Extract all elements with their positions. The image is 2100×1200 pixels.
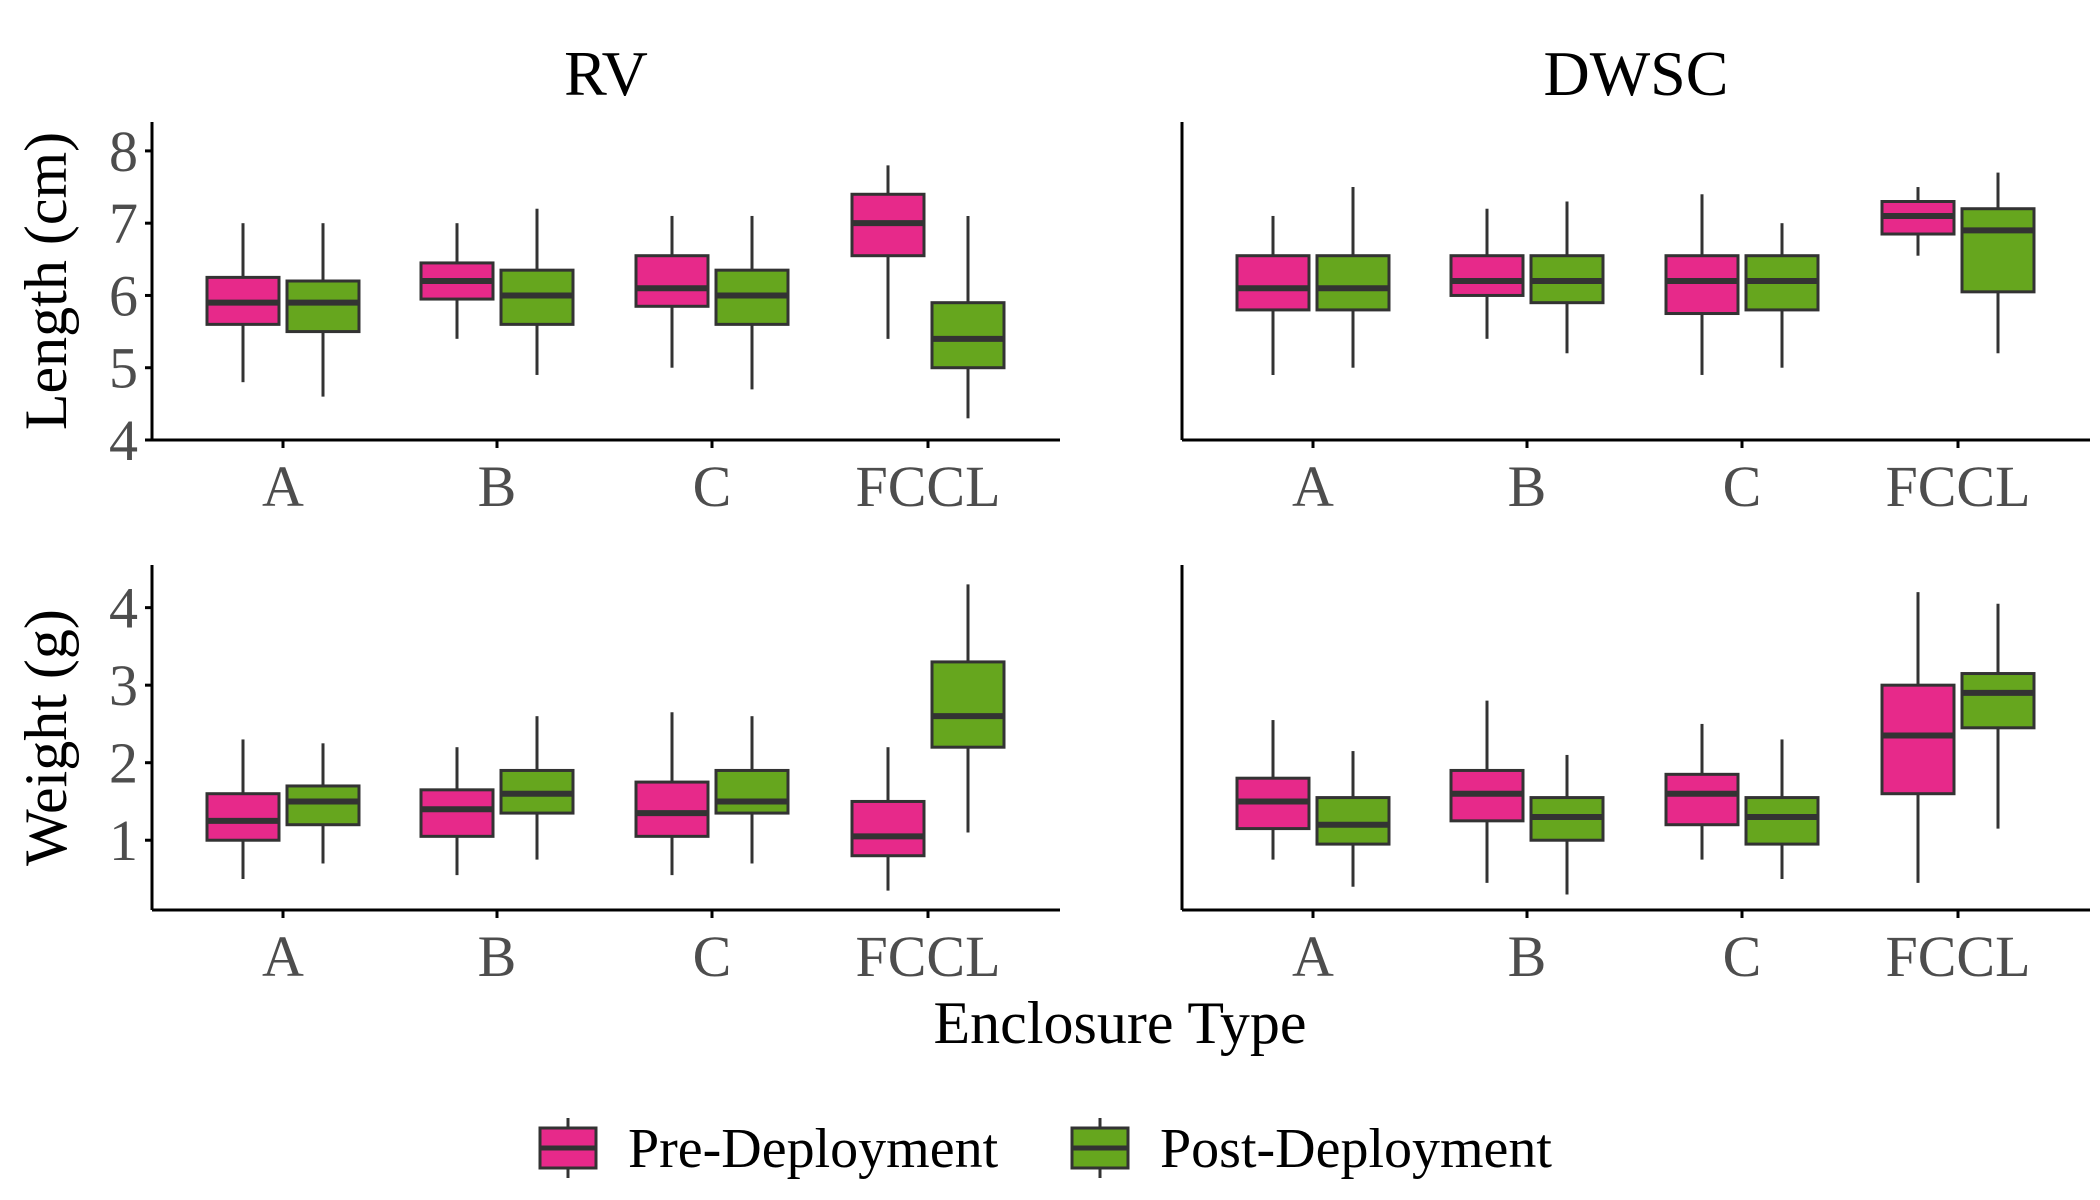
- y-tick-label: 6: [109, 263, 138, 328]
- legend-item-pre: Pre-Deployment: [538, 1118, 999, 1180]
- box-body: [1960, 672, 2036, 730]
- x-tick-label-fccl: FCCL: [1885, 924, 2030, 989]
- x-tick-label-b: B: [478, 924, 517, 989]
- x-tick-label-a: A: [1292, 924, 1334, 989]
- box-pre-fccl: [850, 747, 926, 891]
- box-pre-a: [1235, 720, 1311, 860]
- box-pre-a: [205, 223, 281, 383]
- box-pre-b: [419, 223, 495, 339]
- x-tick-label-a: A: [1292, 454, 1334, 519]
- box-body: [930, 301, 1006, 370]
- x-axis-title: Enclosure Type: [934, 990, 1307, 1056]
- box-body: [205, 792, 281, 842]
- y-tick-label: 4: [109, 576, 138, 641]
- box-pre-b: [1449, 700, 1525, 883]
- box-post-c: [714, 215, 790, 390]
- x-tick-label-fccl: FCCL: [1885, 454, 2030, 519]
- facet-title-rv: RV: [564, 38, 648, 109]
- x-tick-label-c: C: [1723, 924, 1762, 989]
- box-pre-c: [1664, 194, 1740, 375]
- x-tick-label-c: C: [693, 454, 732, 519]
- box-post-fccl: [930, 215, 1006, 419]
- x-tick-label-c: C: [1723, 454, 1762, 519]
- box-pre-fccl: [1880, 187, 1956, 256]
- x-tick-label-b: B: [1508, 924, 1547, 989]
- box-pre-b: [419, 747, 495, 876]
- box-body: [1235, 254, 1311, 312]
- x-tick-label-b: B: [478, 454, 517, 519]
- box-post-c: [1744, 739, 1820, 879]
- box-body: [1315, 254, 1391, 312]
- y-axis-title-weight-g: Weight (g): [13, 609, 79, 866]
- panel-rv-length-cm: 4 5 6 7 8A B C FCCL: [109, 119, 1060, 519]
- x-tick-label-c: C: [693, 924, 732, 989]
- box-pre-c: [634, 215, 710, 368]
- box-body: [1744, 796, 1820, 846]
- box-post-a: [1315, 751, 1391, 887]
- y-tick-label: 5: [109, 336, 138, 401]
- box-body: [634, 254, 710, 308]
- box-body: [1315, 796, 1391, 846]
- box-body: [419, 788, 495, 838]
- box-pre-c: [634, 712, 710, 876]
- panel-dwsc-weight-g: A B C FCCL: [1180, 565, 2090, 989]
- box-post-a: [285, 223, 361, 397]
- box-body: [1960, 207, 2036, 294]
- box-post-fccl: [1960, 603, 2036, 829]
- box-body: [850, 799, 926, 858]
- legend-label-pre: Pre-Deployment: [628, 1118, 999, 1180]
- panels-layer: 4 5 6 7 8A B C FCCL RV Length (cm) A B C FCCL DWSC 1 2 3 4…: [13, 38, 2090, 989]
- box-body: [1664, 772, 1740, 827]
- box-body: [1449, 254, 1525, 297]
- box-body: [285, 784, 361, 827]
- box-pre-fccl: [850, 165, 926, 339]
- y-tick-label: 7: [109, 191, 138, 256]
- x-tick-label-a: A: [262, 924, 304, 989]
- y-tick-label: 1: [109, 808, 138, 873]
- box-post-fccl: [1960, 172, 2036, 354]
- y-tick-label: 3: [109, 653, 138, 718]
- x-tick-label-fccl: FCCL: [855, 924, 1000, 989]
- y-tick-label: 4: [109, 408, 138, 473]
- box-body: [930, 660, 1006, 749]
- box-pre-fccl: [1880, 592, 1956, 883]
- box-body: [714, 768, 790, 815]
- box-body: [1880, 683, 1956, 796]
- box-pre-b: [1449, 208, 1525, 339]
- box-pre-a: [1235, 215, 1311, 375]
- y-tick-label: 2: [109, 731, 138, 796]
- box-post-a: [285, 743, 361, 864]
- box-post-b: [499, 208, 575, 375]
- box-pre-c: [1664, 723, 1740, 860]
- box-body: [1664, 254, 1740, 316]
- box-body: [634, 780, 710, 838]
- legend-item-post: Post-Deployment: [1070, 1118, 1552, 1180]
- y-axis-title-length-cm: Length (cm): [13, 132, 79, 430]
- legend: Pre-Deployment Post-Deployment: [538, 1118, 1552, 1180]
- x-tick-label-fccl: FCCL: [855, 454, 1000, 519]
- y-tick-label: 8: [109, 119, 138, 184]
- box-post-c: [714, 716, 790, 864]
- x-tick-label-b: B: [1508, 454, 1547, 519]
- box-post-c: [1744, 223, 1820, 368]
- x-tick-label-a: A: [262, 454, 304, 519]
- box-pre-a: [205, 739, 281, 879]
- panel-dwsc-length-cm: A B C FCCL: [1180, 122, 2090, 519]
- box-post-b: [499, 716, 575, 860]
- box-post-a: [1315, 187, 1391, 368]
- box-post-fccl: [930, 584, 1006, 833]
- facet-title-dwsc: DWSC: [1544, 38, 1729, 109]
- box-body: [285, 279, 361, 334]
- box-post-b: [1529, 201, 1605, 354]
- box-post-b: [1529, 754, 1605, 895]
- legend-label-post: Post-Deployment: [1160, 1118, 1552, 1180]
- panel-rv-weight-g: 1 2 3 4A B C FCCL: [109, 565, 1060, 989]
